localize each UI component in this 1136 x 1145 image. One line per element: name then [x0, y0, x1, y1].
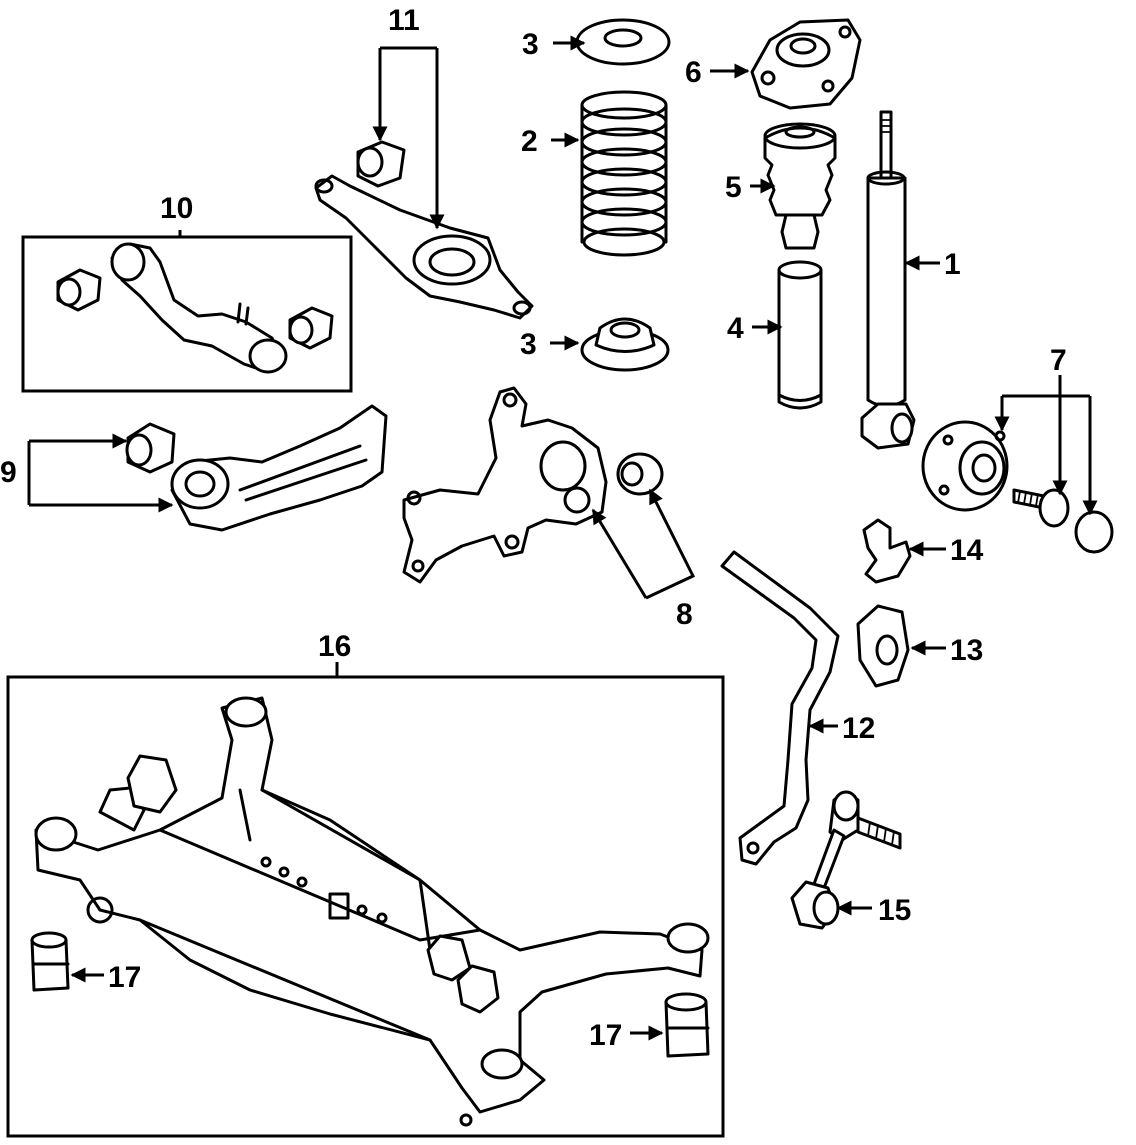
upper-arm-bushing-right: [288, 306, 334, 350]
callout-2: 2: [521, 125, 538, 158]
lower-spring-seat: [580, 317, 670, 372]
callout-14: 14: [950, 534, 984, 567]
callout-15: 15: [878, 894, 911, 927]
callout-9: 9: [0, 456, 17, 489]
callout-labels: 1 2 3 3 4 5 6 7 8 9 10 11 12 13 14 15 16…: [0, 4, 1067, 1052]
callout-17-left: 17: [108, 961, 141, 994]
callout-3-bottom: 3: [520, 328, 537, 361]
callout-5: 5: [725, 171, 742, 204]
subframe: [34, 696, 710, 1127]
callout-3-top: 3: [522, 28, 539, 61]
lower-control-arm: [314, 174, 534, 320]
callout-7: 7: [1050, 344, 1067, 377]
wheel-hub: [921, 420, 1009, 512]
stabilizer-link: [790, 790, 902, 930]
subframe-bushing-right: [664, 992, 710, 1058]
control-arm-bushing: [356, 140, 406, 188]
callout-11: 11: [388, 4, 420, 37]
callout-4: 4: [727, 312, 744, 345]
trailing-arm-bushing: [125, 422, 176, 474]
upper-arm-bushing-left: [56, 268, 102, 312]
callout-8: 8: [676, 598, 693, 631]
callout-10: 10: [160, 192, 193, 225]
callout-12: 12: [842, 712, 875, 745]
leader-lines: [27, 35, 1098, 1041]
callout-6: 6: [685, 56, 702, 89]
hub-cap: [1074, 510, 1114, 554]
knuckle: [402, 386, 608, 584]
callout-17-right: 17: [589, 1019, 622, 1052]
callout-1: 1: [944, 248, 961, 281]
hub-bolt: [1012, 488, 1070, 528]
callout-16: 16: [318, 630, 351, 663]
stabilizer-bar: [720, 550, 840, 866]
subframe-bushing-left: [30, 931, 70, 992]
stabilizer-bushing: [856, 604, 910, 688]
stabilizer-clamp: [862, 518, 912, 584]
callout-13: 13: [950, 634, 983, 667]
bump-stop: [763, 122, 837, 250]
knuckle-bushing: [616, 452, 664, 496]
coil-spring: [580, 90, 668, 257]
subframe-box: [6, 675, 725, 1138]
upper-control-arm: [110, 242, 288, 374]
shock-absorber: [860, 110, 916, 450]
strut-mount: [750, 18, 862, 110]
upper-spring-seat: [575, 18, 671, 66]
upper-arm-box: [21, 235, 353, 393]
trailing-arm: [170, 404, 388, 532]
dust-boot: [777, 260, 823, 410]
